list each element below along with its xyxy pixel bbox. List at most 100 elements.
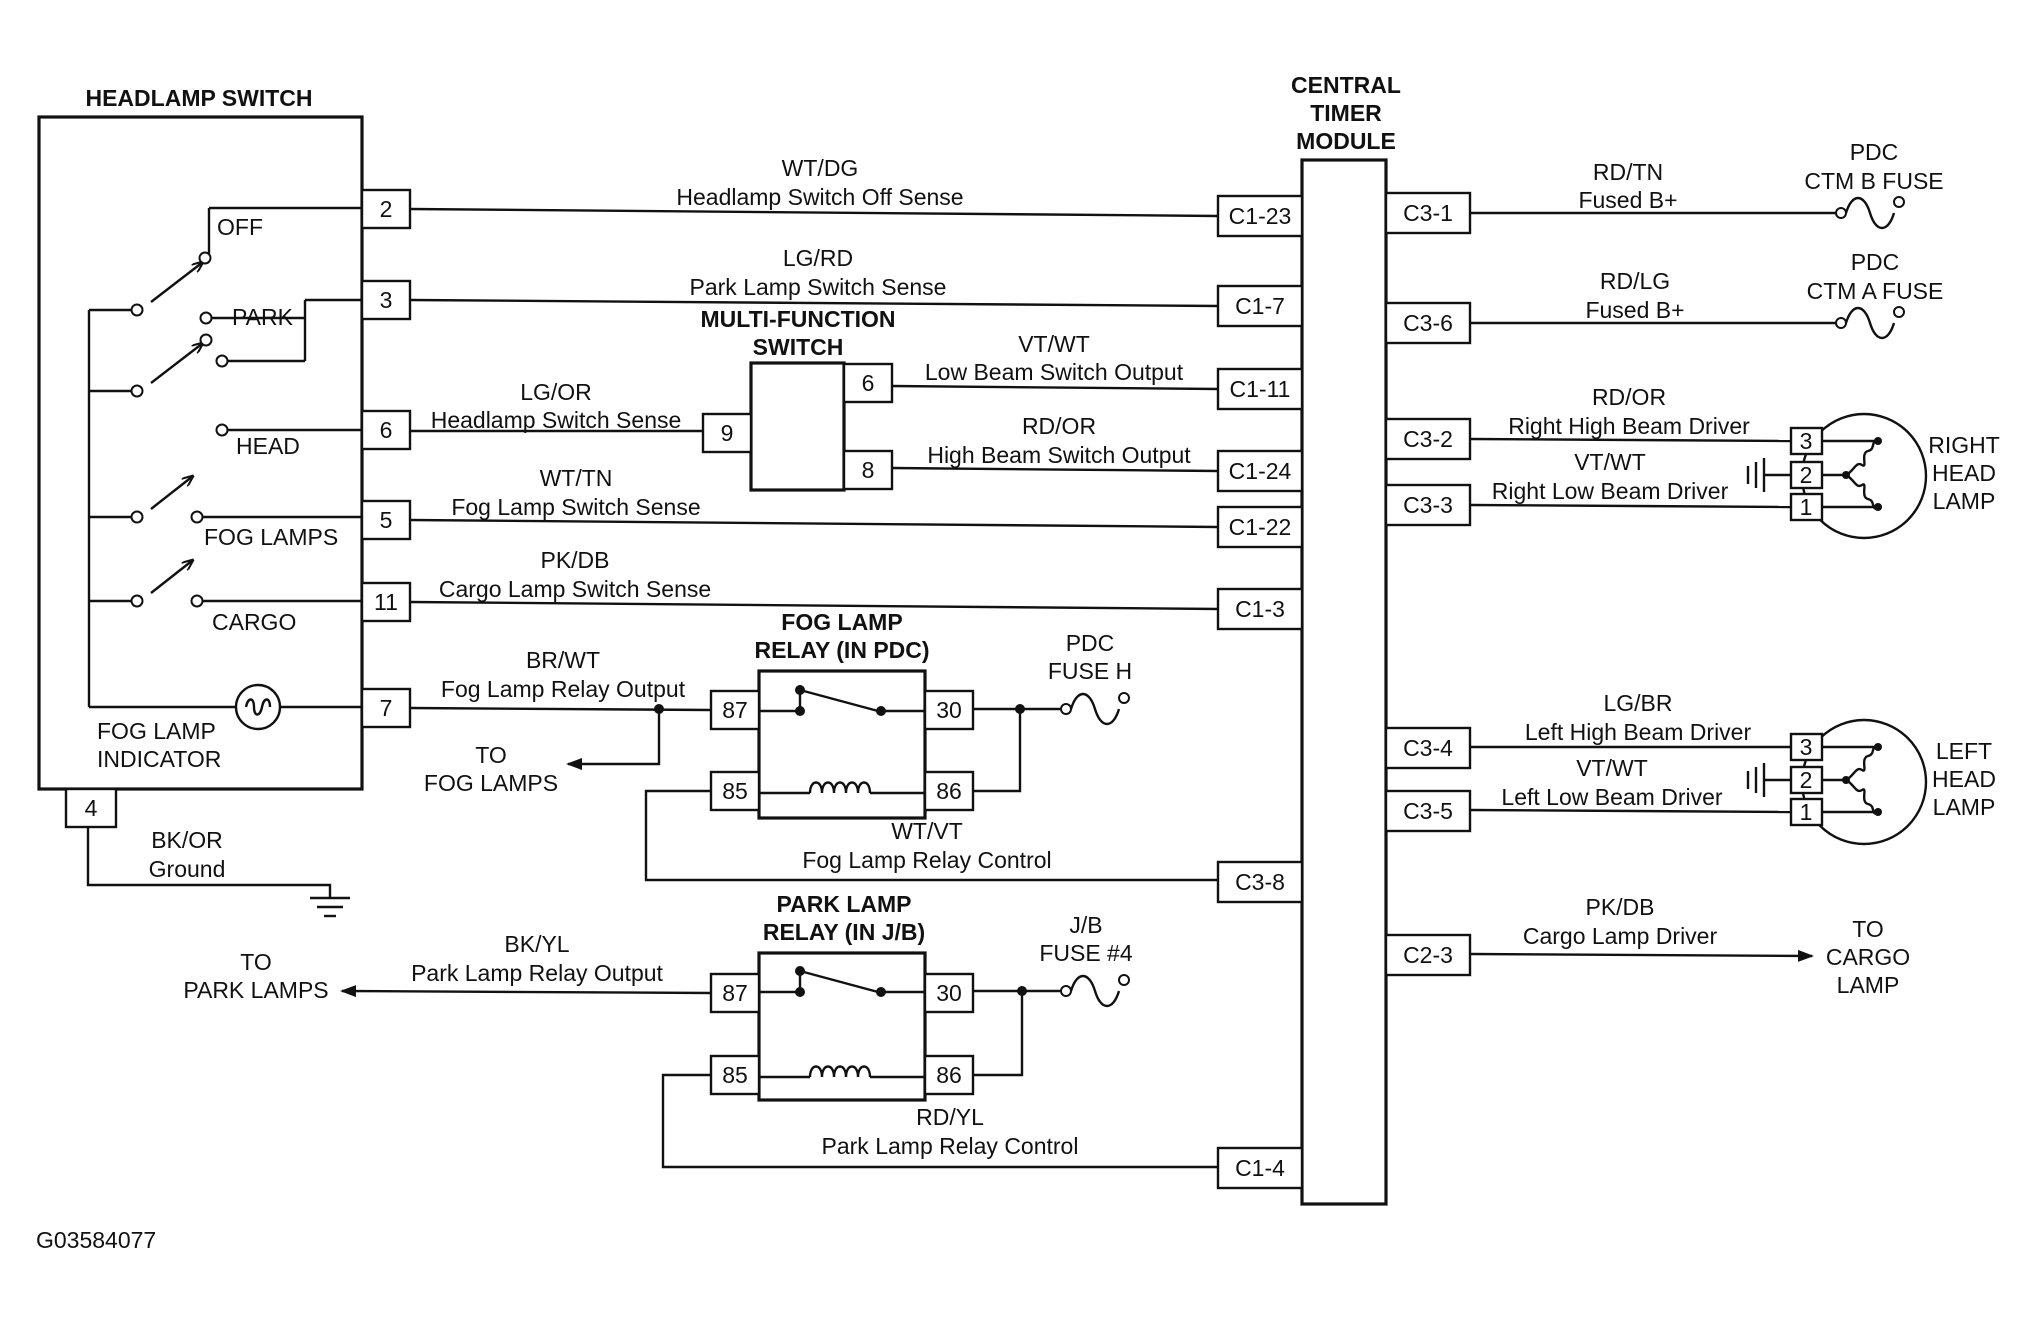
- cargo-lamp-driver-wire: PK/DB Cargo Lamp Driver TO CARGO LAMP: [1469, 894, 1910, 998]
- left-lamp-title-2: HEAD: [1932, 766, 1996, 792]
- cargo-lamp-switch-sense-wire: PK/DB Cargo Lamp Switch Sense: [409, 547, 1219, 611]
- ctm-a-fuse-label-1: PDC: [1851, 249, 1900, 275]
- park-relay-pin-label: 85: [722, 1062, 748, 1088]
- hs-pin-box-ground: [64, 787, 118, 829]
- fog-relay-pin-box: [923, 689, 975, 731]
- wire-color-label: RD/YL: [916, 1104, 984, 1130]
- hs-pin-label: 2: [380, 196, 393, 222]
- left-lamp-title-3: LAMP: [1933, 794, 1996, 820]
- wire-name-label: Low Beam Switch Output: [925, 359, 1184, 385]
- ctm-connector: [1384, 483, 1472, 527]
- mfs-title-2: SWITCH: [753, 334, 844, 360]
- to-park-lamps-label-1: TO: [240, 949, 272, 975]
- wire-name-label: Cargo Lamp Switch Sense: [439, 576, 711, 602]
- ctm-connector-label: C3-8: [1235, 869, 1285, 895]
- wire-color-label: PK/DB: [540, 547, 609, 573]
- fog-lamp-indicator-label-2: INDICATOR: [97, 746, 221, 772]
- position-cargo-label: CARGO: [212, 609, 296, 635]
- mfs-title-1: MULTI-FUNCTION: [700, 306, 895, 332]
- ctm-connector-label: C2-3: [1403, 942, 1453, 968]
- park-relay-pin-label: 30: [936, 980, 962, 1006]
- wire-name-label: Left High Beam Driver: [1525, 719, 1752, 745]
- fog-relay-pin-label: 87: [722, 697, 748, 723]
- hs-pin-label: 11: [374, 589, 398, 615]
- low-beam-switch-output-wire: VT/WT Low Beam Switch Output: [891, 331, 1219, 391]
- park-lamp-relay: PARK LAMP RELAY (IN J/B) 87 30 85 86: [709, 891, 975, 1102]
- ctm-connector-label: C3-1: [1403, 200, 1453, 226]
- jb-fuse-4-label-2: FUSE #4: [1039, 940, 1133, 966]
- wire-color-label: WT/VT: [891, 818, 963, 844]
- wire-name-label: Fused B+: [1585, 297, 1684, 323]
- headlamp-switch-sense-wire: LG/OR Headlamp Switch Sense: [410, 379, 703, 433]
- ctm-b-fuse-label-1: PDC: [1850, 139, 1899, 165]
- ctm-connector: [1216, 284, 1304, 328]
- fog-relay-pin-label: 85: [722, 778, 748, 804]
- park-relay-pin-label: 86: [936, 1062, 962, 1088]
- fog-lamp-relay: FOG LAMP RELAY (IN PDC) 87 30 85 86: [709, 609, 975, 820]
- ctm-body: [1300, 158, 1388, 1206]
- wire-name-label: Headlamp Switch Off Sense: [676, 184, 963, 210]
- to-cargo-lamp-label-1: TO: [1852, 916, 1884, 942]
- ctm-a-fused-b-plus-wire: RD/LG Fused B+ PDC CTM A FUSE: [1470, 249, 1943, 340]
- multi-function-switch: MULTI-FUNCTION SWITCH 9 6 8: [700, 306, 896, 492]
- park-relay-pin-box: [709, 1054, 761, 1096]
- park-relay-title-2: RELAY (IN J/B): [763, 919, 925, 945]
- wire-name-label: Fog Lamp Relay Output: [441, 676, 686, 702]
- wire-color-label: LG/RD: [783, 245, 853, 271]
- wire-color-label: VT/WT: [1018, 331, 1090, 357]
- mfs-body: [749, 361, 846, 492]
- ctm-connector-label: C3-3: [1403, 492, 1453, 518]
- park-relay-pin-label: 87: [722, 980, 748, 1006]
- wire-name-label: Left Low Beam Driver: [1501, 784, 1722, 810]
- wire-name-label: High Beam Switch Output: [927, 442, 1191, 468]
- pdc-fuse-h-label-2: FUSE H: [1048, 658, 1132, 684]
- pdc-fuse-h-label-1: PDC: [1066, 630, 1115, 656]
- headlamp-off-sense-wire: WT/DG Headlamp Switch Off Sense: [409, 155, 1219, 218]
- park-relay-body: [757, 951, 927, 1102]
- fog-relay-title-2: RELAY (IN PDC): [754, 637, 929, 663]
- ctm-title-1: CENTRAL: [1291, 72, 1401, 98]
- right-lamp-title-1: RIGHT: [1928, 432, 2000, 458]
- position-off-label: OFF: [217, 214, 263, 240]
- wire-color-label: VT/WT: [1574, 449, 1646, 475]
- left-lamp-title-1: LEFT: [1936, 738, 1992, 764]
- ctm-connector-label: C3-6: [1403, 310, 1453, 336]
- ctm-connector-label: C3-2: [1403, 426, 1453, 452]
- fog-lamp-switch-sense-wire: WT/TN Fog Lamp Switch Sense: [409, 465, 1219, 529]
- park-relay-pin-box: [923, 972, 975, 1014]
- right-lamp-pin-label: 3: [1800, 428, 1813, 454]
- park-lamp-relay-output-wire: BK/YL Park Lamp Relay Output TO PARK LAM…: [183, 931, 712, 1003]
- high-beam-switch-output-wire: RD/OR High Beam Switch Output: [891, 413, 1219, 473]
- position-head-label: HEAD: [236, 433, 300, 459]
- ctm-connector: [1384, 933, 1472, 977]
- mfs-pin-label: 6: [862, 370, 875, 396]
- ctm-b-fuse-label-2: CTM B FUSE: [1804, 168, 1943, 194]
- ctm-connector: [1216, 367, 1304, 411]
- wire-name-label: Fog Lamp Switch Sense: [451, 494, 700, 520]
- headlamp-switch-title: HEADLAMP SWITCH: [85, 85, 312, 111]
- wire-color-label: PK/DB: [1585, 894, 1654, 920]
- headlamp-switch: HEADLAMP SWITCH: [37, 85, 412, 829]
- right-lamp-pin-label: 2: [1800, 462, 1813, 488]
- fog-lamp-relay-output-wire: BR/WT Fog Lamp Relay Output TO FOG LAMPS: [409, 647, 712, 796]
- ctm-connector: [1216, 449, 1304, 493]
- ctm-connector-label: C1-22: [1229, 514, 1292, 540]
- ctm-connector: [1216, 587, 1304, 631]
- fog-lamp-relay-control-wire: WT/VT Fog Lamp Relay Control: [644, 789, 1218, 882]
- jb-fuse-4-label-1: J/B: [1069, 912, 1102, 938]
- ctm-connector-label: C3-5: [1403, 798, 1453, 824]
- wire-color-ground: BK/OR: [151, 827, 223, 853]
- wire-color-label: RD/LG: [1600, 268, 1670, 294]
- mfs-pin-box: [842, 362, 894, 404]
- ctm-connector: [1384, 417, 1472, 461]
- left-lamp-pin-label: 3: [1800, 734, 1813, 760]
- right-low-beam-driver-wire: VT/WT Right Low Beam Driver: [1469, 449, 1792, 509]
- ctm-connector: [1216, 505, 1304, 549]
- mfs-pin-box: [701, 412, 753, 454]
- ctm-connector-label: C1-11: [1230, 376, 1291, 402]
- central-timer-module: CENTRAL TIMER MODULE C1-23 C1-7 C1-11 C1…: [1216, 72, 1472, 1206]
- wire-color-label: LG/BR: [1603, 690, 1672, 716]
- right-lamp-title-3: LAMP: [1933, 488, 1996, 514]
- to-cargo-lamp-label-2: CARGO: [1826, 944, 1910, 970]
- right-lamp-title-2: HEAD: [1932, 460, 1996, 486]
